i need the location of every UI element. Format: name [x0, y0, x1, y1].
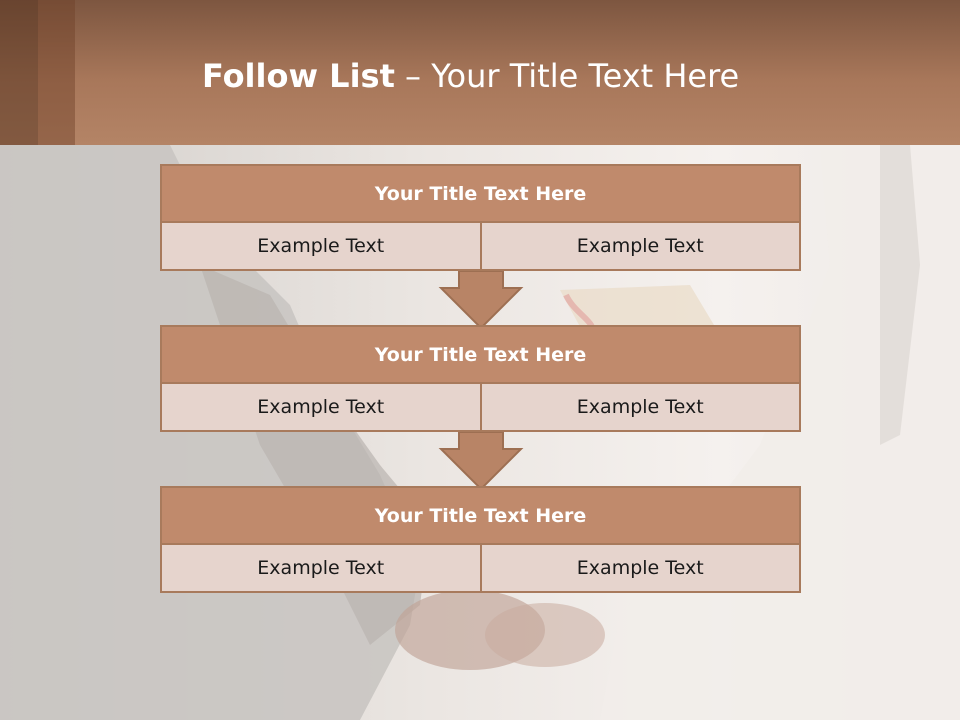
header-band: [0, 0, 960, 145]
flow-step-cell-right: Example Text: [479, 223, 800, 269]
flow-step-3: Your Title Text Here Example Text Exampl…: [160, 486, 801, 593]
flow-step-row: Example Text Example Text: [162, 223, 799, 269]
slide-title: Follow List – Your Title Text Here: [202, 56, 739, 100]
flow-step-cell-right: Example Text: [479, 545, 800, 591]
down-arrow-icon: [438, 431, 524, 491]
flow-step-row: Example Text Example Text: [162, 545, 799, 591]
flow-step-cell-right: Example Text: [479, 384, 800, 430]
flow-step-cell-left: Example Text: [257, 557, 385, 579]
down-arrow-icon: [438, 270, 524, 330]
flow-step-title: Your Title Text Here: [162, 166, 799, 223]
flow-step-cell-left: Example Text: [257, 235, 385, 257]
header-accent-block: [38, 0, 75, 145]
flow-step-cell-left: Example Text: [257, 396, 385, 418]
flow-step-row: Example Text Example Text: [162, 384, 799, 430]
flow-step-title: Your Title Text Here: [162, 488, 799, 545]
header-accent-block: [0, 0, 38, 145]
flow-step-2: Your Title Text Here Example Text Exampl…: [160, 325, 801, 432]
slide-title-rest: – Your Title Text Here: [394, 57, 740, 95]
flow-step-title: Your Title Text Here: [162, 327, 799, 384]
slide-title-bold: Follow List: [202, 57, 395, 95]
flow-step-1: Your Title Text Here Example Text Exampl…: [160, 164, 801, 271]
